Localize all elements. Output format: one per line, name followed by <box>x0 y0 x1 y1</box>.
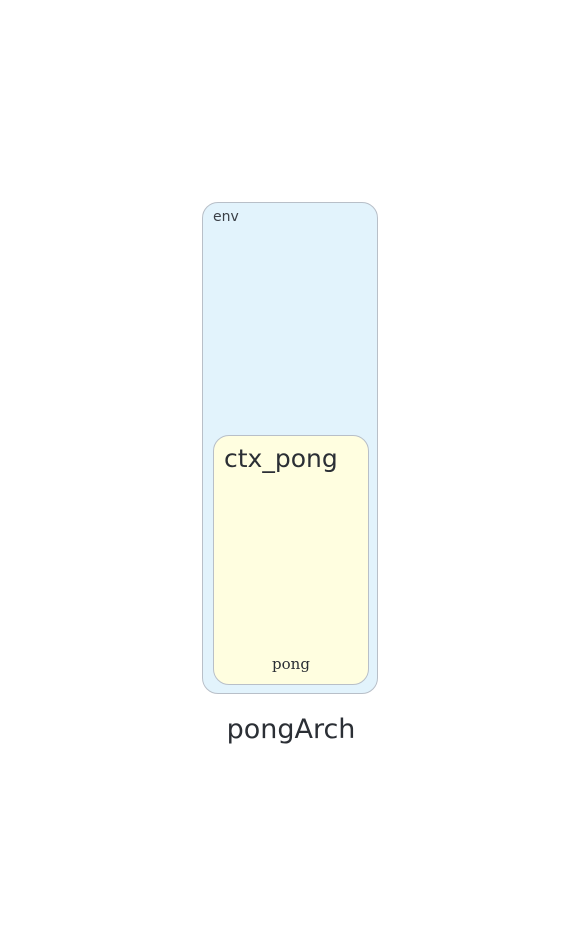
ctx-pong-container: ctx_pong pong <box>213 435 369 685</box>
diagram-title: pongArch <box>226 714 356 745</box>
env-container: env ctx_pong pong <box>202 202 378 694</box>
ctx-pong-label: ctx_pong <box>224 444 338 473</box>
env-label: env <box>213 209 239 225</box>
ctx-pong-footer-label: pong <box>272 655 310 673</box>
